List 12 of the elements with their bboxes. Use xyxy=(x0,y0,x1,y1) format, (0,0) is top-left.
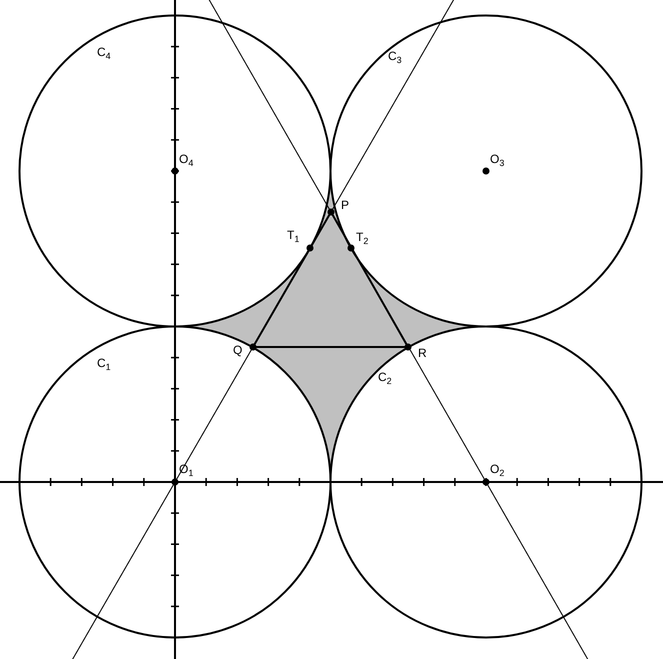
circle-label: C$_{3}$ xyxy=(388,50,402,63)
point-label: O$_{4}$ xyxy=(179,153,194,166)
circle-label: C$_{1}$ xyxy=(97,357,111,370)
circle-label: C$_{4}$ xyxy=(97,46,111,59)
point-label: T$_{1}$ xyxy=(287,229,300,242)
point-label: T$_{2}$ xyxy=(356,231,368,244)
point-label: R xyxy=(418,347,427,360)
point-label: P xyxy=(341,199,350,212)
point-label: O$_{3}$ xyxy=(490,153,504,166)
point-label: O$_{2}$ xyxy=(490,463,504,476)
point-label: Q xyxy=(233,344,242,357)
circle-label: C$_{2}$ xyxy=(378,371,392,384)
